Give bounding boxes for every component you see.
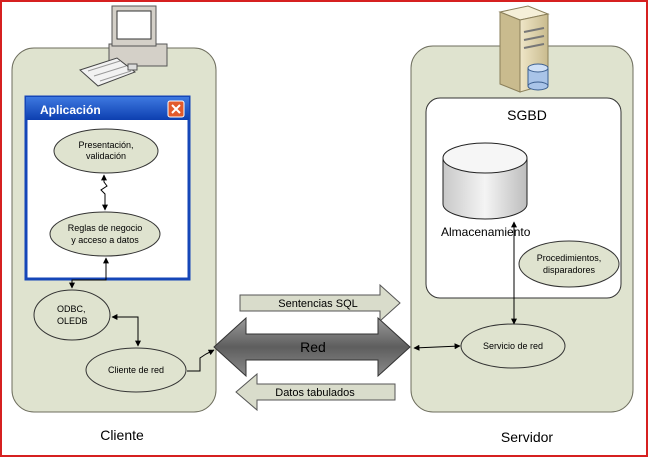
network-client-label: Cliente de red [108,365,164,375]
network-service-label: Servicio de red [483,341,543,351]
presentation-line-1: Presentación, [78,140,133,150]
storage-label: Almacenamiento [441,225,531,239]
desktop-computer-icon [79,5,168,87]
database-cylinder-icon [527,63,549,91]
procedures-line-2: disparadores [543,265,596,275]
business-line-2: y acceso a datos [71,235,139,245]
procedures-node: Procedimientos, disparadores [518,240,620,288]
network-band-label: Red [300,339,326,355]
sql-statements-arrow: Sentencias SQL [239,283,401,323]
business-rules-node: Reglas de negocio y acceso a datos [49,211,161,257]
network-client-node: Cliente de red [85,347,187,393]
window-title: Aplicación [40,103,101,117]
presentation-node: Presentación, validación [53,128,159,174]
sql-arrow-label: Sentencias SQL [278,298,358,310]
odbc-line-2: OLEDB [57,316,88,326]
client-label: Cliente [100,427,144,443]
tabulated-data-arrow: Datos tabulados [235,372,396,412]
server-label: Servidor [501,429,553,445]
odbc-node: ODBC, OLEDB [33,289,111,341]
client-connectors [69,174,215,372]
network-service-node: Servicio de red [460,323,566,369]
data-arrow-label: Datos tabulados [275,387,355,399]
presentation-line-2: validación [86,151,126,161]
dbms-title: SGBD [507,107,547,123]
network-band: Red [213,316,411,378]
storage-cylinder [442,142,528,220]
server-connectors [413,221,517,351]
procedures-line-1: Procedimientos, [537,253,602,263]
server-tower-icon [498,5,550,93]
odbc-line-1: ODBC, [57,304,86,314]
business-line-1: Reglas de negocio [68,223,143,233]
close-icon[interactable] [167,100,185,118]
